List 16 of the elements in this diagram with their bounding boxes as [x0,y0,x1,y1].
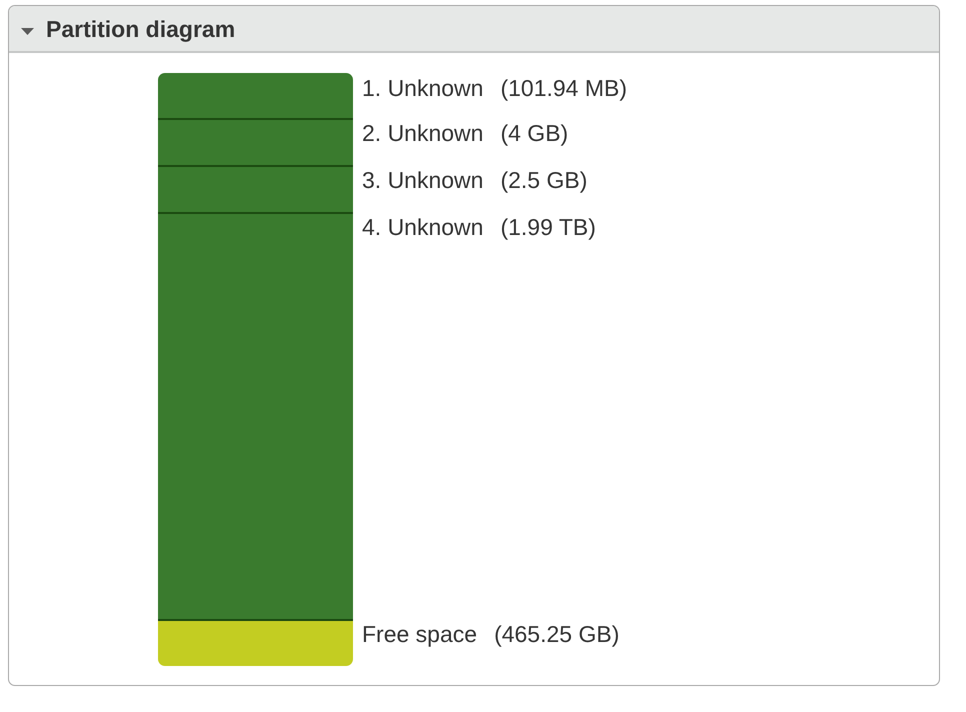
segment-label: 2. Unknown [362,122,484,145]
partition-segment [158,165,353,212]
segment-label: 3. Unknown [362,169,484,192]
segment-label: Free space [362,623,478,646]
segment-label: 1. Unknown [362,77,484,100]
partition-segment [158,212,353,619]
free-space-segment [158,619,353,666]
partition-segment [158,118,353,165]
panel-title: Partition diagram [46,18,236,41]
size-label: (4 GB) [500,122,568,145]
size-label: (465.25 GB) [494,623,620,646]
size-label: (2.5 GB) [500,169,588,192]
segment-label: 4. Unknown [362,216,484,239]
size-label: (1.99 TB) [500,216,596,239]
partition-segment [158,73,353,118]
size-label: (101.94 MB) [500,77,628,100]
